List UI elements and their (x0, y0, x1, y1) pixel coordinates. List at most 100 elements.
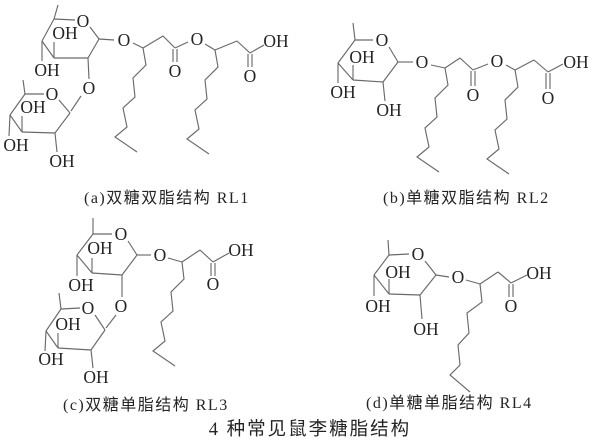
bond (547, 63, 564, 73)
bond (387, 239, 390, 256)
bond (388, 46, 399, 63)
bond (54, 132, 58, 153)
atom-label-oh: OH (3, 135, 29, 155)
bond (533, 59, 549, 73)
atom-label-o: O (82, 298, 95, 318)
atom-label-oh: OH (413, 319, 439, 339)
atom-label-o: O (154, 245, 167, 265)
bond (459, 57, 474, 71)
bond (87, 57, 90, 80)
bond (167, 257, 183, 263)
bond (21, 131, 56, 134)
panel-a-caption: (a)双糖双脂结构 RL1 (84, 190, 250, 207)
bond (127, 240, 138, 256)
bond (87, 38, 100, 59)
bond (514, 59, 535, 71)
bond (382, 81, 386, 102)
bond (373, 254, 390, 276)
bond (352, 79, 384, 83)
bond (41, 40, 55, 59)
bond (472, 63, 489, 71)
atom-label-o: O (207, 274, 220, 294)
bond (186, 49, 219, 155)
bond (9, 93, 26, 116)
bond (22, 79, 26, 95)
atom-label-oh: OH (376, 100, 402, 120)
atom-label-o: O (115, 224, 128, 244)
atom-label-o: O (376, 30, 389, 50)
bond (53, 4, 59, 20)
bond (479, 271, 499, 285)
bond (89, 26, 100, 40)
atom-label-o: O (416, 52, 429, 72)
bond (236, 40, 251, 54)
atom-label-oh: OH (228, 240, 254, 260)
bond (352, 22, 356, 41)
bond (373, 274, 390, 295)
atom-label-o: O (46, 84, 59, 104)
atom-label-o: O (505, 296, 518, 316)
bond (486, 69, 519, 175)
bond (214, 40, 238, 51)
bond (54, 112, 71, 134)
bond (9, 114, 23, 133)
atom-label-o: O (412, 244, 425, 264)
atom-label-oh: OH (52, 23, 78, 43)
bond (8, 114, 11, 137)
atom-label-oh: OH (87, 238, 113, 258)
bond (416, 67, 449, 173)
atom-label-o: O (467, 85, 480, 105)
panel-c-caption: (c)双糖单脂结构 RL3 (63, 397, 229, 414)
atom-label-oh: OH (385, 262, 411, 282)
bond (114, 47, 147, 153)
bond (45, 330, 59, 349)
bond (388, 253, 410, 256)
atom-label-oh: OH (55, 314, 81, 334)
bond (337, 39, 356, 64)
panel-b-caption: (b)单糖双脂结构 RL2 (383, 190, 550, 207)
bond (53, 18, 76, 21)
bond (419, 294, 423, 320)
bond (162, 35, 176, 49)
bond (98, 38, 115, 41)
atom-label-oh: OH (34, 60, 60, 80)
atom-label-o: O (542, 88, 555, 108)
bond (45, 308, 62, 332)
atom-label-o: O (115, 296, 128, 316)
bond (57, 347, 92, 351)
atom-label-oh: OH (330, 82, 356, 102)
bond (419, 274, 437, 296)
panel-d-caption: (d)单糖单脂结构 RL4 (366, 395, 533, 412)
bond (174, 41, 189, 49)
bond (337, 62, 354, 81)
bond (76, 233, 94, 256)
bond (204, 43, 216, 51)
atom-label-oh: OH (49, 151, 75, 171)
bond (497, 271, 512, 284)
atom-label-o: O (169, 61, 182, 81)
atom-label-oh: OH (563, 52, 589, 72)
atom-label-oh: OH (83, 367, 109, 387)
bond (435, 274, 450, 278)
bond (444, 57, 461, 69)
atom-label-o: O (452, 267, 465, 287)
bond (249, 44, 265, 54)
atom-label-oh: OH (365, 296, 391, 316)
bond (212, 252, 230, 263)
bond (58, 292, 62, 310)
bond (424, 260, 437, 276)
atom-label-o: O (77, 11, 90, 31)
bond (430, 64, 446, 69)
bond (449, 283, 483, 393)
atom-label-oh: OH (38, 349, 64, 369)
atom-label-oh: OH (526, 263, 552, 283)
bond (121, 254, 138, 276)
bond (58, 99, 71, 114)
bond (181, 249, 201, 263)
atom-label-oh: OH (263, 31, 289, 51)
